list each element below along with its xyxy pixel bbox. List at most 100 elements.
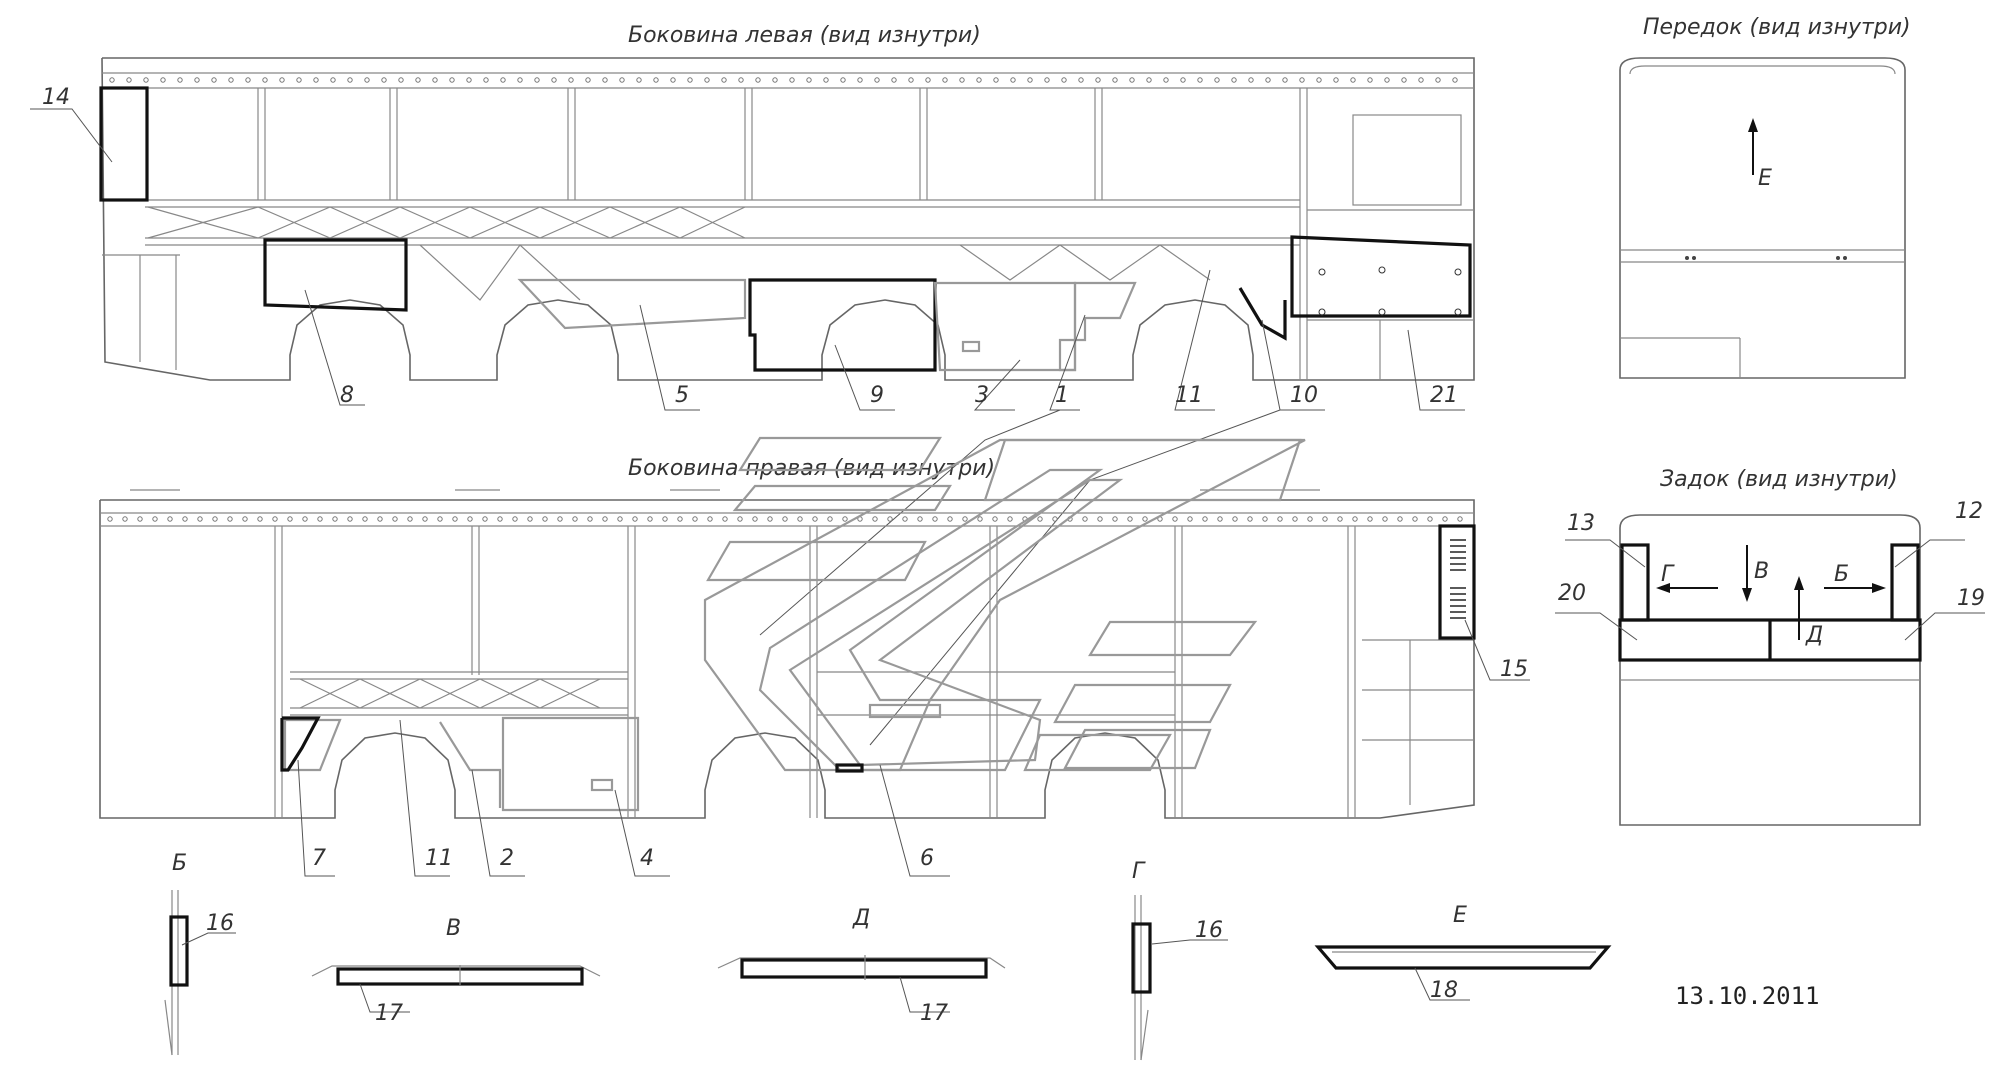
rivet-dot: [1078, 77, 1084, 83]
front-view: Е: [1619, 57, 1906, 379]
detail-letter-g: Г: [1132, 859, 1146, 884]
rivet-dot: [636, 77, 642, 83]
detail-letter-e: Е: [1453, 903, 1467, 928]
rivet-dot: [1214, 77, 1220, 83]
callout-1: 1: [1055, 383, 1069, 408]
rivet-dot: [1095, 77, 1101, 83]
detail-letter-d: Д: [852, 906, 870, 931]
rivet-dot: [797, 516, 803, 522]
rivet-dot: [1333, 77, 1339, 83]
detail-v: В 17: [311, 916, 601, 1026]
callout-15: 15: [1500, 657, 1528, 682]
callout-14: 14: [42, 85, 70, 110]
detail-b: Б 16: [164, 851, 236, 1056]
rivet-dot: [1163, 77, 1169, 83]
detail-callout-16-g: 16: [1195, 918, 1223, 943]
title-left-side: Боковина левая (вид изнутри): [628, 23, 981, 48]
rivet-dot: [152, 516, 158, 522]
rivet-dot: [992, 516, 998, 522]
rivet-dot: [1146, 77, 1152, 83]
rivet-dot: [925, 77, 931, 83]
rivet-dot: [1352, 516, 1358, 522]
view-letter-b-rear: Б: [1834, 562, 1849, 587]
part-3: [933, 281, 1077, 372]
rivet-dot: [332, 516, 338, 522]
rivet-dot: [977, 516, 983, 522]
rivet-dot: [1299, 77, 1305, 83]
rivet-dot: [1401, 77, 1407, 83]
rivet-dot: [1127, 516, 1133, 522]
rivet-dot: [1435, 77, 1441, 83]
callout-11-left: 11: [1175, 383, 1203, 408]
rivet-dot: [823, 77, 829, 83]
rivet-dot: [1277, 516, 1283, 522]
rivet-dot: [1442, 516, 1448, 522]
view-letter-v-rear: В: [1754, 559, 1769, 584]
rivet-dot: [126, 77, 132, 83]
rivet-dot: [1350, 77, 1356, 83]
rivet-dot: [1367, 77, 1373, 83]
rivet-dot: [422, 516, 428, 522]
callout-11-right: 11: [425, 846, 453, 871]
part-7-frame: [283, 718, 342, 772]
callout-9: 9: [870, 383, 884, 408]
rivet-dot: [1112, 77, 1118, 83]
part-9: [748, 278, 937, 372]
rivet-dot: [704, 77, 710, 83]
rivet-dot: [398, 77, 404, 83]
rivet-dot: [767, 516, 773, 522]
rivet-dot: [245, 77, 251, 83]
rivet-dot: [1248, 77, 1254, 83]
rivet-dot: [143, 77, 149, 83]
rivet-dot: [1457, 516, 1463, 522]
detail-g: Г 16: [1131, 859, 1228, 1061]
rivet-dot: [840, 77, 846, 83]
rivet-dot: [1142, 516, 1148, 522]
rivet-dot: [653, 77, 659, 83]
callout-2: 2: [500, 846, 514, 871]
rear-view: Г В Б Д: [1618, 514, 1922, 826]
callout-3: 3: [975, 383, 989, 408]
part-6: [758, 468, 1104, 772]
right-side-view: [99, 436, 1476, 819]
rivet-dot: [347, 516, 353, 522]
title-rear: Задок (вид изнутри): [1660, 467, 1898, 492]
rivet-dot: [330, 77, 336, 83]
rivet-dot: [1322, 516, 1328, 522]
rivet-dot: [772, 77, 778, 83]
rivet-dot: [782, 516, 788, 522]
callout-10: 10: [1290, 383, 1318, 408]
callout-7: 7: [312, 846, 326, 871]
left-side-view: [99, 57, 1475, 381]
detail-callout-18: 18: [1430, 978, 1458, 1003]
rivet-dot: [1172, 516, 1178, 522]
rivet-dot: [585, 77, 591, 83]
rivet-dot: [619, 77, 625, 83]
callout-20: 20: [1558, 581, 1586, 606]
rivet-dot: [1129, 77, 1135, 83]
rivet-dot: [517, 77, 523, 83]
rivet-dot: [842, 516, 848, 522]
rivet-dot: [415, 77, 421, 83]
rivet-dot: [1337, 516, 1343, 522]
rivet-dot: [500, 77, 506, 83]
rivet-dot: [947, 516, 953, 522]
rivet-dot: [789, 77, 795, 83]
detail-callout-17-d: 17: [920, 1001, 948, 1026]
rivet-dot: [602, 77, 608, 83]
rivet-dot: [1427, 516, 1433, 522]
rivet-dot: [287, 516, 293, 522]
rivet-dot: [279, 77, 285, 83]
rivet-dot: [227, 516, 233, 522]
rivet-dot: [449, 77, 455, 83]
rivet-dot: [1397, 516, 1403, 522]
title-right-side: Боковина правая (вид изнутри): [628, 456, 995, 481]
rivet-dot: [160, 77, 166, 83]
rivet-dot: [362, 516, 368, 522]
rivet-dot: [1180, 77, 1186, 83]
rivet-dot: [891, 77, 897, 83]
drawing-date: 13.10.2011: [1675, 982, 1820, 1010]
rivet-dot: [137, 516, 143, 522]
rivet-dot: [437, 516, 443, 522]
rivet-dot: [364, 77, 370, 83]
